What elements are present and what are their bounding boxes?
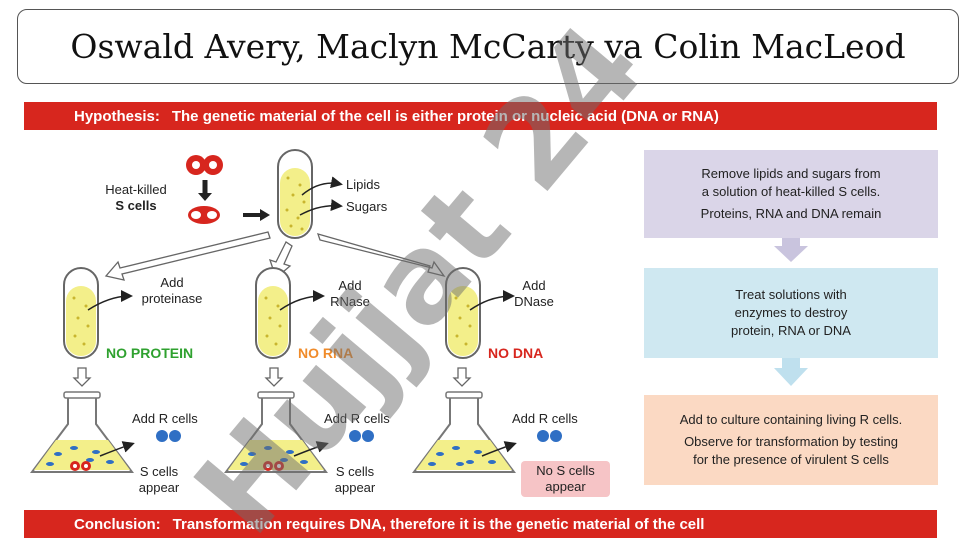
no-dna-label: NO DNA bbox=[488, 345, 544, 361]
dnase-tube bbox=[445, 267, 481, 359]
no-rna-label: NO RNA bbox=[298, 345, 354, 361]
s-cell-broken-icon bbox=[188, 206, 220, 224]
step-1-box: Remove lipids and sugars from a solution… bbox=[644, 150, 938, 238]
rnase-tube bbox=[255, 267, 291, 359]
hypothesis-lead: Hypothesis: bbox=[74, 107, 160, 125]
step-2-line-3: protein, RNA or DNA bbox=[731, 323, 851, 338]
conclusion-banner: Conclusion: Transformation requires DNA,… bbox=[24, 510, 937, 538]
add-r-cells-label-3: Add R cells bbox=[512, 411, 578, 426]
step-arrow-icon bbox=[774, 238, 808, 262]
flask-1 bbox=[30, 391, 134, 473]
conclusion-lead: Conclusion: bbox=[74, 515, 161, 533]
step-1-line-3: Proteins, RNA and DNA remain bbox=[700, 206, 882, 221]
step-3-box: Add to culture containing living R cells… bbox=[644, 395, 938, 485]
proteinase-tube bbox=[63, 267, 99, 359]
add-r-cells-label-2: Add R cells bbox=[324, 411, 390, 426]
step-3-line-1: Add to culture containing living R cells… bbox=[679, 412, 903, 427]
experiment-diagram bbox=[30, 149, 808, 473]
slide-title: Oswald Avery, Maclyn McCarty va Colin Ma… bbox=[70, 27, 906, 66]
flask-2 bbox=[224, 391, 328, 473]
step-2-line-1: Treat solutions with bbox=[735, 287, 847, 302]
r-cell-icon bbox=[537, 430, 562, 442]
conclusion-text: Transformation requires DNA, therefore i… bbox=[172, 515, 705, 533]
step-arrow-icon bbox=[774, 358, 808, 386]
top-test-tube bbox=[277, 149, 313, 239]
r-cell-icon bbox=[349, 430, 374, 442]
step-2-box: Treat solutions with enzymes to destroy … bbox=[644, 268, 938, 358]
flask-3 bbox=[412, 391, 516, 473]
sugars-label: Sugars bbox=[346, 199, 388, 214]
title-box: Oswald Avery, Maclyn McCarty va Colin Ma… bbox=[17, 9, 959, 84]
add-r-cells-label-1: Add R cells bbox=[132, 411, 198, 426]
hypothesis-banner: Hypothesis: The genetic material of the … bbox=[24, 102, 937, 130]
no-protein-label: NO PROTEIN bbox=[106, 345, 194, 361]
lipids-label: Lipids bbox=[346, 177, 380, 192]
step-3-line-3: for the presence of virulent S cells bbox=[693, 452, 889, 467]
step-1-line-2: a solution of heat-killed S cells. bbox=[701, 184, 881, 199]
step-3-line-2: Observe for transformation by testing bbox=[684, 434, 898, 449]
r-cell-icon bbox=[156, 430, 181, 442]
s-cell-intact-icon bbox=[186, 155, 223, 175]
hypothesis-text: The genetic material of the cell is eith… bbox=[171, 107, 719, 125]
step-2-line-2: enzymes to destroy bbox=[734, 305, 848, 320]
step-1-line-1: Remove lipids and sugars from bbox=[701, 166, 881, 181]
